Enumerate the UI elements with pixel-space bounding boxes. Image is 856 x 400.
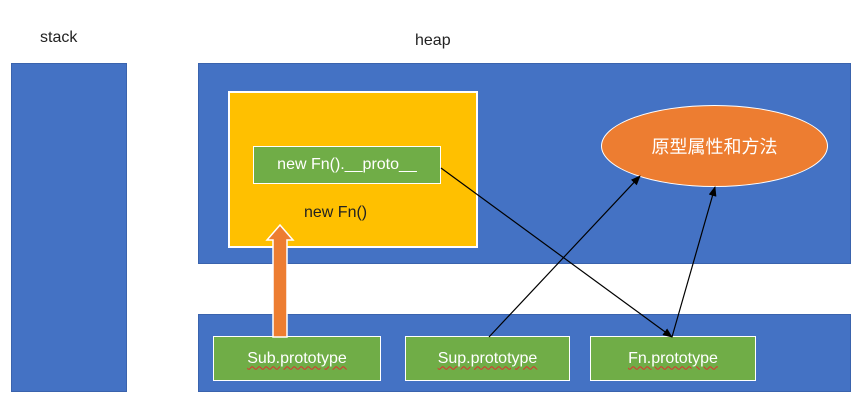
fn-prototype-node: Fn.prototype: [590, 336, 756, 381]
prototype-methods-label: 原型属性和方法: [651, 137, 778, 158]
stack-label: stack: [40, 29, 78, 46]
stack-region: [11, 63, 127, 392]
proto-to-fn-prototype-arrow: [440, 167, 673, 338]
sup-prototype-label: Sup.prototype: [437, 349, 538, 367]
sub-prototype-label: Sub.prototype: [247, 349, 347, 367]
prototype-methods-ellipse: 原型属性和方法: [601, 105, 828, 187]
instance-label: new Fn(): [304, 204, 367, 222]
sub-prototype-node: Sub.prototype: [213, 336, 381, 381]
sub-to-instance-arrow: [265, 223, 295, 338]
sup-prototype-node: Sup.prototype: [405, 336, 570, 381]
sup-prototype-to-methods-arrow: [488, 175, 641, 338]
fn-prototype-label: Fn.prototype: [628, 349, 718, 367]
proto-node-label: new Fn().__proto__: [277, 156, 417, 173]
fn-prototype-to-methods-arrow: [671, 186, 717, 338]
heap-label: heap: [415, 32, 451, 49]
proto-node: new Fn().__proto__: [253, 146, 441, 184]
instance-label-text: new Fn(): [304, 204, 368, 221]
